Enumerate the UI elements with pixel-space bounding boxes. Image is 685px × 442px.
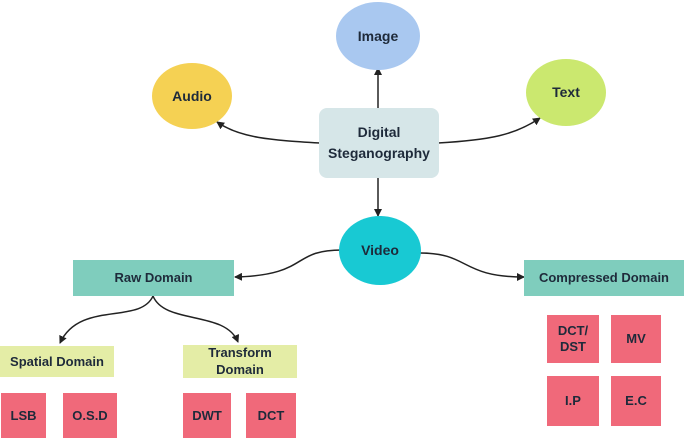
connector-video-raw: [234, 249, 343, 281]
dct-node: DCT: [246, 393, 296, 438]
connector-video-compressed: [419, 252, 525, 281]
connector-center-audio: [216, 121, 321, 144]
image-node: Image: [336, 2, 420, 70]
osd-node: O.S.D: [63, 393, 117, 438]
raw-domain-node: Raw Domain: [73, 260, 234, 296]
mv-node: MV: [611, 315, 661, 363]
compressed-domain-node: Compressed Domain: [524, 260, 684, 296]
audio-node: Audio: [152, 63, 232, 129]
connector-raw-transform: [152, 295, 240, 343]
transform-domain-node: Transform Domain: [183, 345, 297, 378]
video-node: Video: [339, 216, 421, 285]
dct-dst-node: DCT/ DST: [547, 315, 599, 363]
connector-center-text: [437, 117, 541, 144]
spatial-domain-node: Spatial Domain: [0, 346, 114, 377]
dwt-node: DWT: [183, 393, 231, 438]
digital-steganography-node: Digital Steganography: [319, 108, 439, 178]
ec-node: E.C: [611, 376, 661, 426]
lsb-node: LSB: [1, 393, 46, 438]
ip-node: I.P: [547, 376, 599, 426]
connector-raw-spatial: [59, 295, 154, 344]
text-node: Text: [526, 59, 606, 126]
